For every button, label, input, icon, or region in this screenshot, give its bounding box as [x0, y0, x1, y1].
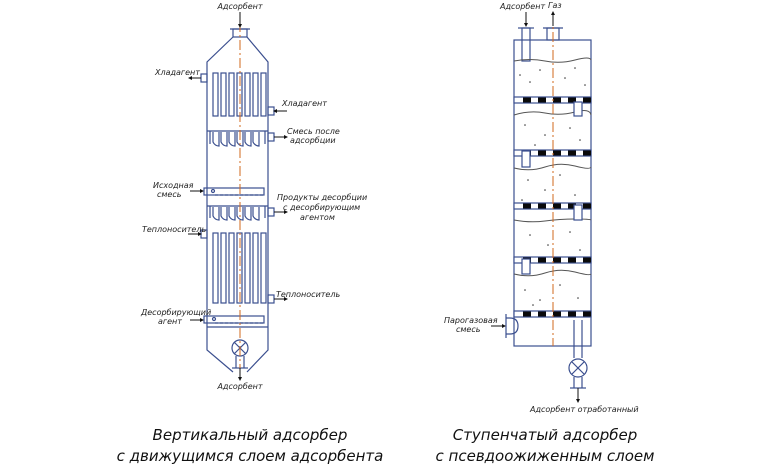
middle-collector: [207, 205, 268, 221]
plate-block: [553, 97, 561, 103]
label-vapor-gas-1: Парогазовая: [444, 316, 498, 325]
particle: [524, 124, 526, 126]
plate-block: [523, 97, 531, 103]
label-feed-2: смесь: [157, 190, 182, 199]
label-spent-adsorbent: Адсорбент отработанный: [529, 405, 639, 414]
particle: [577, 297, 579, 299]
vertical-adsorber: Адсорбент Хладагент Хладагент Смесь посл…: [117, 2, 384, 465]
particle: [584, 84, 586, 86]
particle: [527, 179, 529, 181]
desorption-products-nozzle: [267, 207, 275, 217]
spent-outlet-valve: [568, 358, 588, 378]
particle: [529, 234, 531, 236]
left-caption-line1: Вертикальный адсорбер: [153, 426, 348, 444]
plate-block: [568, 311, 576, 317]
particle: [539, 299, 541, 301]
plate-block: [583, 203, 591, 209]
particle: [544, 134, 546, 136]
plate-block: [553, 311, 561, 317]
label-desorbing-agent-1: Десорбирующий: [140, 308, 211, 317]
plate-block: [568, 150, 576, 156]
particle: [564, 77, 566, 79]
coolant-out-nozzle: [200, 73, 208, 83]
label-desorption-products-1: Продукты десорбции: [277, 193, 367, 202]
left-caption-line2: с движущимся слоем адсорбента: [117, 447, 384, 465]
adsorbent-inlet-pipe: [521, 27, 531, 62]
plate-block: [553, 150, 561, 156]
particle: [532, 304, 534, 306]
flow-arrows-right: [491, 11, 580, 403]
label-desorption-products-2: с десорбирующим: [283, 203, 360, 212]
downcomer-4: [521, 258, 531, 275]
plate-block: [538, 150, 546, 156]
heat-carrier-out-nozzle: [267, 294, 275, 304]
plate-block: [568, 257, 576, 263]
flow-arrows-left: [188, 12, 288, 381]
adsorbent-particles: [519, 67, 586, 306]
plate-block: [568, 97, 576, 103]
column-shell: [513, 39, 592, 347]
plate-block: [538, 257, 546, 263]
particle: [534, 144, 536, 146]
label-coolant-in: Хладагент: [281, 99, 327, 108]
particle: [569, 127, 571, 129]
downcomer-3: [573, 204, 583, 221]
particle: [559, 174, 561, 176]
particle: [574, 67, 576, 69]
plate-block: [553, 203, 561, 209]
downcomer-1: [573, 101, 583, 117]
label-bottom-adsorbent: Адсорбент: [216, 382, 262, 391]
feed-distributor: [203, 187, 265, 196]
plate-block: [568, 203, 576, 209]
plate-block: [523, 203, 531, 209]
particle: [521, 199, 523, 201]
vapor-gas-inlet: [506, 317, 519, 335]
label-mixture-after-1: Смесь после: [287, 127, 340, 136]
particle: [539, 69, 541, 71]
plate-block: [583, 257, 591, 263]
plate-block: [553, 257, 561, 263]
mixture-after-nozzle: [267, 132, 275, 142]
label-desorbing-agent-2: агент: [158, 317, 182, 326]
plate-block: [538, 97, 546, 103]
label-vapor-gas-2: смесь: [456, 325, 481, 334]
particle: [574, 194, 576, 196]
particle: [579, 249, 581, 251]
right-caption-line1: Ступенчатый адсорбер: [453, 426, 638, 444]
label-adsorbent-in: Адсорбент: [499, 2, 545, 11]
desorbing-agent-distributor: [203, 315, 265, 324]
label-coolant-out: Хладагент: [154, 68, 200, 77]
plate-block: [583, 150, 591, 156]
label-mixture-after-2: адсорбции: [290, 136, 336, 145]
particle: [569, 231, 571, 233]
particle: [579, 139, 581, 141]
downcomer-2: [521, 150, 531, 168]
label-heat-carrier-out: Теплоноситель: [276, 290, 340, 299]
plate-block: [523, 311, 531, 317]
label-gas-out: Газ: [548, 1, 562, 10]
label-top-adsorbent: Адсорбент: [216, 2, 262, 11]
plate-block: [583, 97, 591, 103]
fluidized-beds: [513, 57, 592, 277]
particle: [559, 284, 561, 286]
particle: [519, 74, 521, 76]
upper-collector: [207, 130, 268, 147]
right-caption-line2: с псевдоожиженным слоем: [436, 447, 655, 465]
label-feed-1: Исходная: [153, 181, 194, 190]
label-desorption-products-3: агентом: [300, 213, 335, 222]
particle: [544, 189, 546, 191]
coolant-tube-bundle: [212, 72, 267, 117]
particle: [529, 81, 531, 83]
label-heat-carrier-in: Теплоноситель: [142, 225, 206, 234]
particle: [524, 289, 526, 291]
plate-block: [583, 311, 591, 317]
plate-block: [538, 311, 546, 317]
particle: [547, 244, 549, 246]
plate-block: [538, 203, 546, 209]
stepped-adsorber: Адсорбент Газ Парогазовая смесь Адсорбен…: [436, 1, 655, 465]
